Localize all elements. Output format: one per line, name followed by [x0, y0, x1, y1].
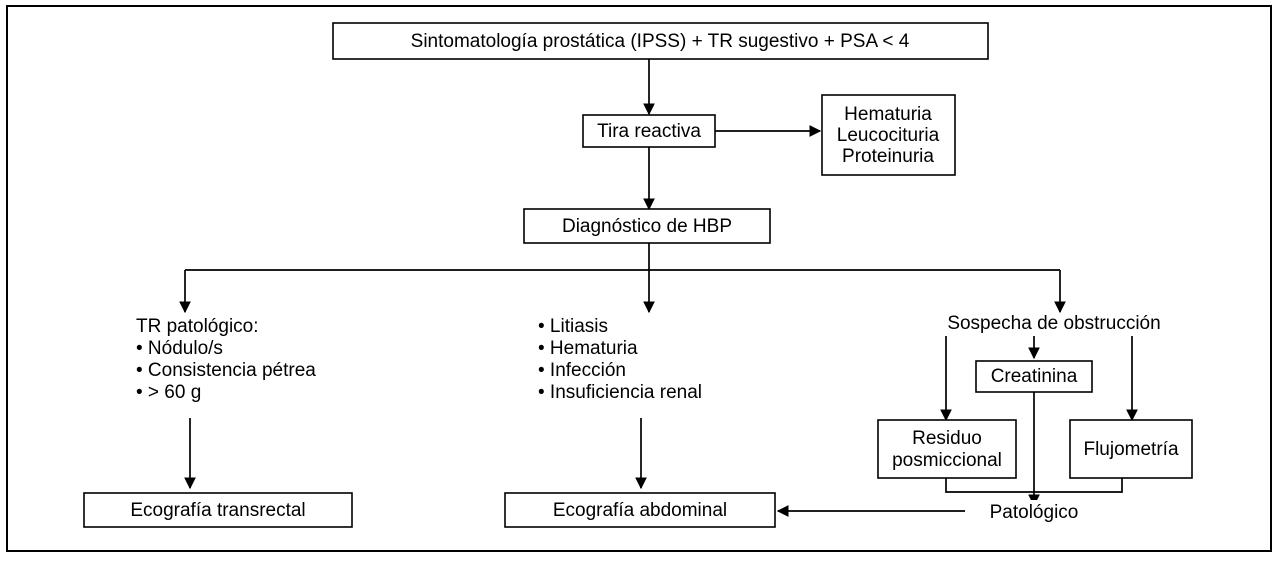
node-dipstick-label: Tira reactiva — [597, 121, 701, 142]
node-uroflowmetry-label: Flujometría — [1083, 439, 1178, 460]
node-creatinine-label: Creatinina — [991, 366, 1078, 387]
node-transrectal-us[interactable]: Ecografía transrectal — [83, 492, 353, 528]
node-branch-left: TR patológico: • Nódulo/s • Consistencia… — [136, 316, 316, 403]
node-transrectal-us-box — [83, 492, 353, 528]
branch-middle-item-3: • Insuficiencia renal — [538, 382, 702, 403]
branch-left-item-2: • > 60 g — [136, 382, 201, 403]
node-abdominal-us-label: Ecografía abdominal — [553, 500, 727, 521]
node-diagnosis[interactable]: Diagnóstico de HBP — [523, 208, 771, 244]
node-dipstick-box — [582, 114, 716, 148]
node-entry-label: Sintomatología prostática (IPSS) + TR su… — [411, 31, 910, 52]
node-postvoid-residue-box — [877, 419, 1017, 479]
node-dipstick-findings-line-1: Hematuria — [844, 104, 932, 125]
node-uroflowmetry-box — [1069, 419, 1193, 479]
node-dipstick-findings-line-2: Leucocituria — [837, 125, 940, 146]
node-creatinine[interactable]: Creatinina — [975, 360, 1093, 393]
node-transrectal-us-label: Ecografía transrectal — [130, 500, 305, 521]
node-branch-right: Sospecha de obstrucción — [947, 313, 1160, 334]
branch-left-heading: TR patológico: — [136, 316, 259, 337]
node-pathological-backdrop — [965, 500, 1105, 524]
node-dipstick-findings-line-3: Proteinuria — [842, 146, 934, 167]
branch-right-heading: Sospecha de obstrucción — [947, 313, 1160, 334]
node-postvoid-residue-line-1: Residuo — [912, 428, 982, 449]
node-pathological: Patológico — [965, 500, 1105, 524]
branch-middle-item-1: • Hematuria — [538, 338, 638, 359]
node-uroflowmetry[interactable]: Flujometría — [1069, 419, 1193, 479]
node-pathological-label: Patológico — [990, 502, 1079, 523]
node-dipstick[interactable]: Tira reactiva — [582, 114, 716, 148]
node-entry-box — [332, 22, 989, 60]
branch-left-item-1: • Consistencia pétrea — [136, 360, 316, 381]
diagram-frame — [6, 5, 1272, 552]
node-creatinine-box — [975, 360, 1093, 393]
node-postvoid-residue-line-2: posmiccional — [892, 450, 1002, 471]
node-abdominal-us-box — [504, 492, 776, 528]
node-postvoid-residue[interactable]: Residuo posmiccional — [877, 419, 1017, 479]
node-dipstick-findings[interactable]: Hematuria Leucocituria Proteinuria — [821, 94, 956, 176]
connector-residue-uroflow-join — [945, 478, 1123, 493]
node-branch-middle: • Litiasis • Hematuria • Infección • Ins… — [538, 316, 702, 403]
node-abdominal-us[interactable]: Ecografía abdominal — [504, 492, 776, 528]
node-entry[interactable]: Sintomatología prostática (IPSS) + TR su… — [332, 22, 989, 60]
branch-middle-item-2: • Infección — [538, 360, 626, 381]
node-dipstick-findings-box — [821, 94, 956, 176]
node-diagnosis-box — [523, 208, 771, 244]
branch-middle-item-0: • Litiasis — [538, 316, 608, 337]
branch-left-item-0: • Nódulo/s — [136, 338, 223, 359]
node-diagnosis-label: Diagnóstico de HBP — [562, 216, 732, 237]
